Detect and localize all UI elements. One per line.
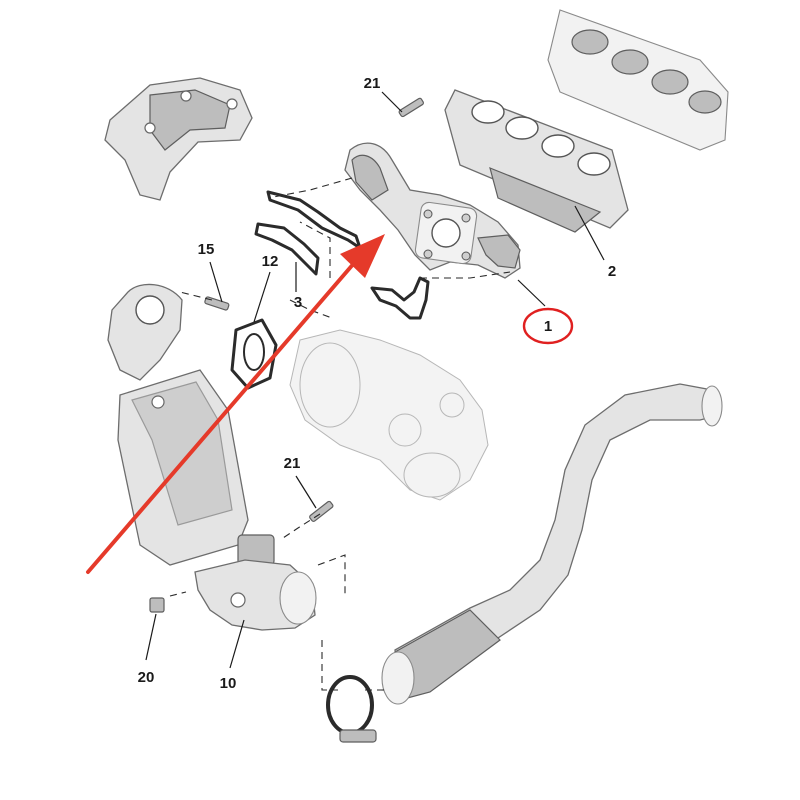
manifold-gasket-part bbox=[444, 9, 729, 233]
callout-label-2: 2 bbox=[608, 263, 616, 280]
callout-label-12: 12 bbox=[262, 253, 279, 270]
stud-21-lower-part bbox=[309, 500, 334, 522]
leader-lines bbox=[145, 91, 605, 669]
dashed-alignment-lines bbox=[169, 177, 511, 691]
callout-labels: 1 2 3 10 12 15 20 21 21 bbox=[138, 75, 617, 692]
callout-label-1: 1 bbox=[544, 318, 552, 335]
heat-shield-part bbox=[104, 77, 253, 201]
stud-21-upper-part bbox=[398, 97, 424, 118]
pipe-clamp-part bbox=[326, 675, 377, 743]
nut-part bbox=[149, 597, 165, 613]
catalytic-converter-part bbox=[107, 283, 317, 631]
exhaust-manifold-part bbox=[344, 142, 521, 279]
callout-label-10: 10 bbox=[220, 675, 237, 692]
callout-label-3: 3 bbox=[294, 294, 302, 311]
flange-gasket-part bbox=[230, 318, 278, 390]
red-circle-icon bbox=[522, 307, 574, 345]
red-arrow-icon bbox=[86, 234, 385, 574]
intermediate-pipe-part bbox=[381, 383, 723, 705]
turbocharger-part bbox=[289, 329, 489, 501]
callout-label-21-lower: 21 bbox=[284, 455, 301, 472]
callout-label-15: 15 bbox=[198, 241, 215, 258]
callout-label-20: 20 bbox=[138, 669, 155, 686]
callout-label-21-upper: 21 bbox=[364, 75, 381, 92]
